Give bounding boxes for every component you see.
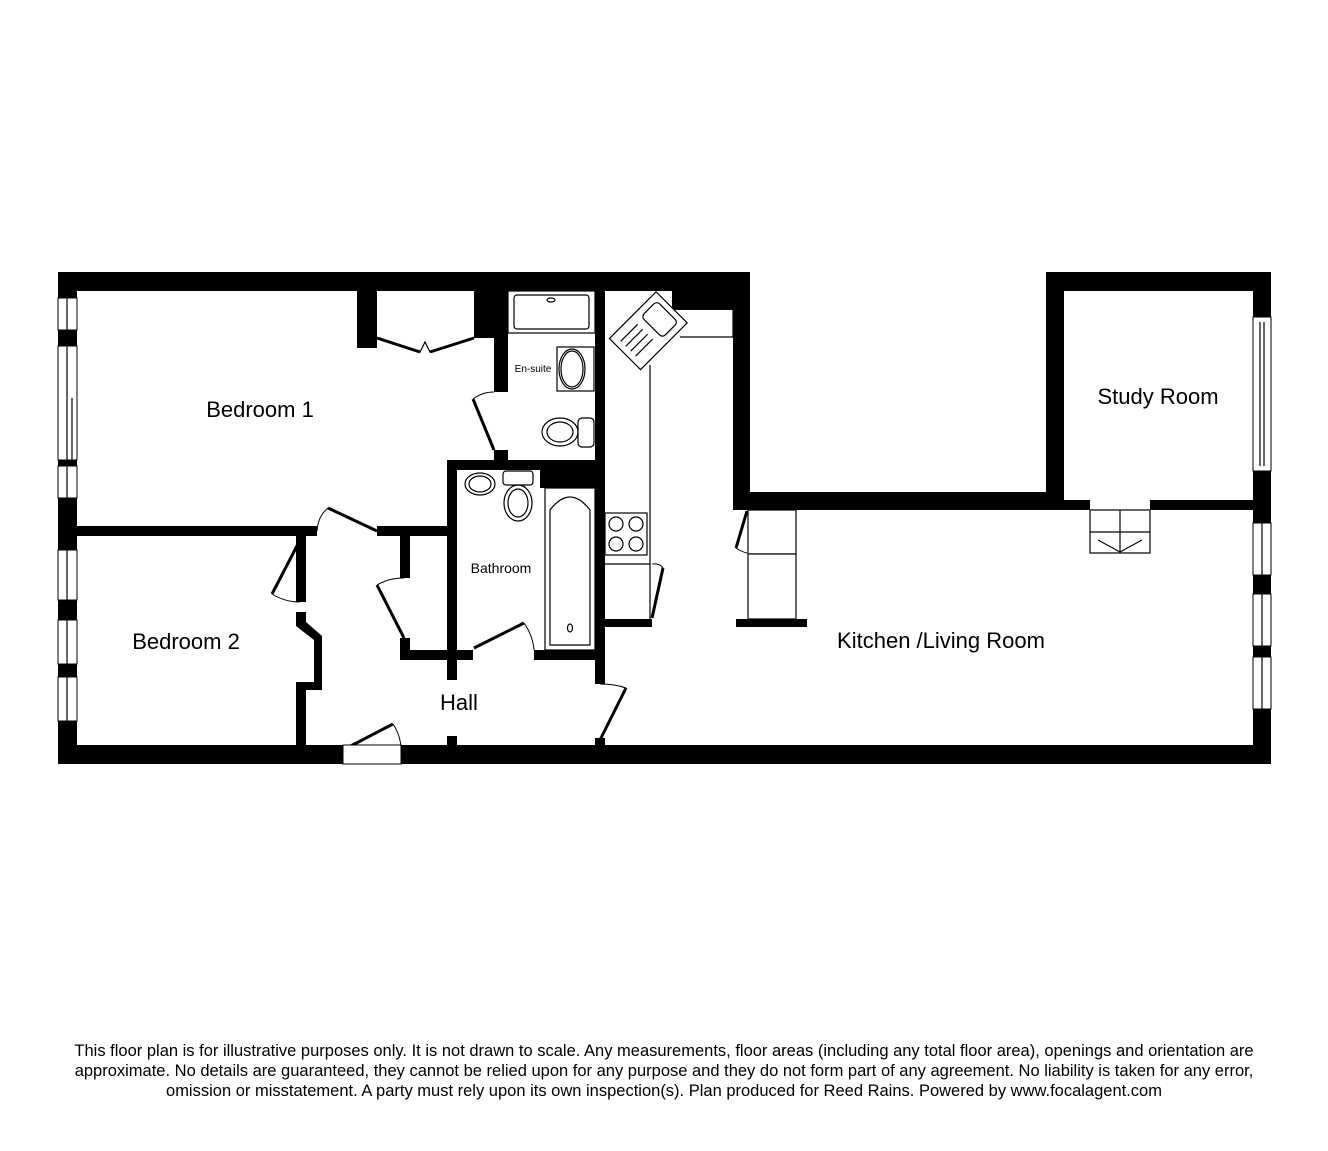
hob-icon (604, 512, 648, 556)
toilet-icon (502, 470, 534, 486)
fixtures (464, 290, 1151, 651)
doors (270, 336, 749, 765)
toilet-icon (577, 417, 595, 448)
windows (57, 297, 1272, 722)
room-label-bathroom: Bathroom (471, 560, 532, 576)
disclaimer-text: This floor plan is for illustrative purp… (74, 1042, 1254, 1100)
basin-icon (556, 346, 595, 392)
fridge-icon (747, 509, 797, 555)
basin-icon (464, 472, 496, 496)
room-label-bedroom-1: Bedroom 1 (206, 397, 314, 422)
room-label-bedroom-2: Bedroom 2 (132, 629, 240, 654)
shower-tray-icon (507, 290, 596, 334)
study-wardrobe-icon (1089, 509, 1151, 554)
room-label-study: Study Room (1097, 384, 1218, 409)
internal-walls (77, 272, 807, 746)
room-label-kitchen-living: Kitchen /Living Room (837, 628, 1045, 653)
room-label-en-suite: En-suite (515, 364, 552, 375)
room-label-hall: Hall (440, 690, 478, 715)
kitchen-sink-icon (608, 290, 689, 371)
bath-icon (544, 487, 596, 651)
